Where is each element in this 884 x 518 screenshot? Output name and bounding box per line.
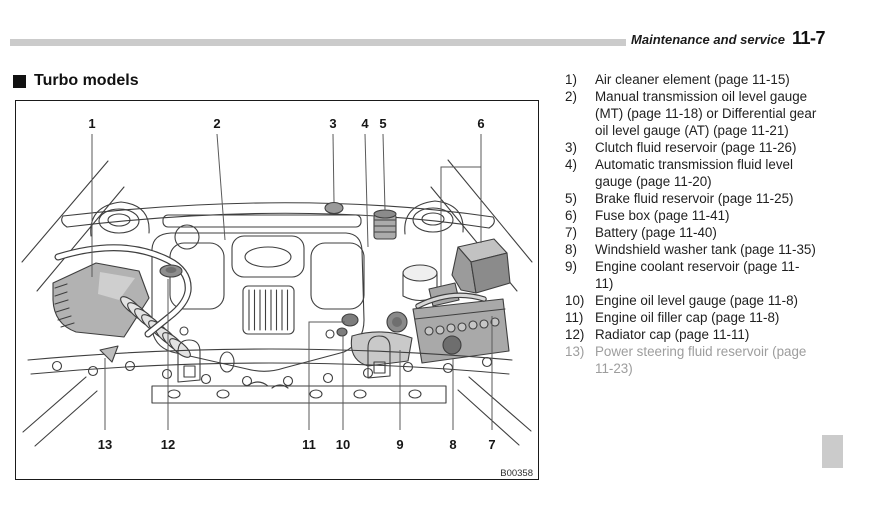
intake-accordion-duct bbox=[120, 296, 191, 358]
engine-bay-drawing: 1 2 3 4 5 6 13 12 11 10 9 8 7 B00358 bbox=[21, 116, 533, 479]
header-rule bbox=[10, 39, 626, 46]
clutch-reservoir-cap bbox=[324, 201, 344, 215]
legend-num: 6) bbox=[565, 208, 577, 223]
legend-text: Engine oil level gauge (page 11-8) bbox=[595, 293, 798, 308]
legend-item-12: 12) Radiator cap (page 11-11) bbox=[565, 326, 853, 343]
callout-2: 2 bbox=[213, 116, 220, 131]
page-header: Maintenance and service 11-7 bbox=[420, 28, 825, 49]
brake-fluid-reservoir bbox=[373, 209, 397, 240]
legend-list: 1) Air cleaner element (page 11-15) 2) Man… bbox=[565, 71, 853, 377]
legend-num: 11) bbox=[565, 310, 584, 325]
radiator-cap bbox=[159, 264, 183, 278]
callout-7: 7 bbox=[488, 437, 495, 452]
coolant-reservoir-cylinder bbox=[402, 264, 438, 302]
header-section-title: Maintenance and service bbox=[631, 32, 785, 47]
chapter-edge-tab bbox=[822, 435, 843, 468]
callout-numbers: 1 2 3 4 5 6 13 12 11 10 9 8 7 bbox=[88, 116, 495, 452]
legend-num: 4) bbox=[565, 157, 577, 172]
air-cleaner-box bbox=[52, 262, 150, 338]
legend-item-4: 4) Automatic transmission fluid level gau… bbox=[565, 156, 853, 190]
callout-5: 5 bbox=[379, 116, 386, 131]
legend-text: Manual transmission oil level gauge (MT)… bbox=[595, 89, 817, 138]
legend-item-11: 11) Engine oil filler cap (page 11-8) bbox=[565, 309, 853, 326]
legend-text: Power steering fluid reservoir (page 11-… bbox=[595, 344, 807, 376]
legend-num: 3) bbox=[565, 140, 577, 155]
fuse-box bbox=[451, 238, 511, 294]
legend-text: Radiator cap (page 11-11) bbox=[595, 327, 750, 342]
square-bullet-icon bbox=[13, 74, 26, 88]
callout-9: 9 bbox=[396, 437, 403, 452]
oil-level-gauge-knob bbox=[336, 327, 348, 337]
legend-num: 12) bbox=[565, 327, 585, 342]
engine-bay-figure: 1 2 3 4 5 6 13 12 11 10 9 8 7 B00358 bbox=[15, 100, 539, 480]
washer-tank-shading bbox=[350, 331, 413, 367]
legend-num: 10) bbox=[565, 293, 585, 308]
callout-leader-lines bbox=[91, 133, 493, 430]
callout-11: 11 bbox=[302, 437, 316, 452]
callout-1: 1 bbox=[88, 116, 95, 131]
legend-text: Windshield washer tank (page 11-35) bbox=[595, 242, 816, 257]
callout-3: 3 bbox=[329, 116, 336, 131]
legend-text: Fuse box (page 11-41) bbox=[595, 208, 730, 223]
oil-filler-cap bbox=[341, 313, 359, 327]
legend-item-6: 6) Fuse box (page 11-41) bbox=[565, 207, 853, 224]
section-heading: Turbo models bbox=[13, 72, 139, 90]
legend-text: Automatic transmission fluid level gauge… bbox=[595, 157, 793, 189]
legend-text: Clutch fluid reservoir (page 11-26) bbox=[595, 140, 797, 155]
legend-item-10: 10) Engine oil level gauge (page 11-8) bbox=[565, 292, 853, 309]
legend-num: 9) bbox=[565, 259, 577, 274]
legend-num: 13) bbox=[565, 344, 585, 359]
legend-num: 2) bbox=[565, 89, 577, 104]
callout-4: 4 bbox=[361, 116, 369, 131]
legend-item-9: 9) Engine coolant reservoir (page 11- 11) bbox=[565, 258, 853, 292]
legend-item-13: 13) Power steering fluid reservoir (page … bbox=[565, 343, 853, 377]
legend-text: Brake fluid reservoir (page 11-25) bbox=[595, 191, 794, 206]
legend-text: Engine oil filler cap (page 11-8) bbox=[595, 310, 780, 325]
legend-item-1: 1) Air cleaner element (page 11-15) bbox=[565, 71, 853, 88]
callout-10: 10 bbox=[336, 437, 350, 452]
battery bbox=[412, 292, 510, 364]
header-page-number: 11-7 bbox=[791, 28, 826, 48]
pulley-circle bbox=[174, 224, 200, 250]
callout-13: 13 bbox=[98, 437, 112, 452]
coolant-reservoir-cap bbox=[386, 311, 408, 333]
legend-text: Air cleaner element (page 11-15) bbox=[595, 72, 790, 87]
legend-text: Battery (page 11-40) bbox=[595, 225, 717, 240]
chassis-front-frame bbox=[22, 335, 532, 447]
legend-num: 8) bbox=[565, 242, 577, 257]
legend-num: 1) bbox=[565, 72, 577, 87]
legend-item-5: 5) Brake fluid reservoir (page 11-25) bbox=[565, 190, 853, 207]
legend-item-8: 8) Windshield washer tank (page 11-35) bbox=[565, 241, 853, 258]
legend-num: 7) bbox=[565, 225, 577, 240]
callout-6: 6 bbox=[477, 116, 484, 131]
legend-item-2: 2) Manual transmission oil level gauge (M… bbox=[565, 88, 853, 139]
figure-code: B00358 bbox=[500, 468, 533, 479]
legend-num: 5) bbox=[565, 191, 577, 206]
section-heading-label: Turbo models bbox=[34, 72, 139, 89]
legend-text: Engine coolant reservoir (page 11- 11) bbox=[595, 259, 800, 291]
callout-12: 12 bbox=[161, 437, 175, 452]
legend-item-3: 3) Clutch fluid reservoir (page 11-26) bbox=[565, 139, 853, 156]
strut-tower-right bbox=[404, 200, 464, 235]
legend-item-7: 7) Battery (page 11-40) bbox=[565, 224, 853, 241]
callout-8: 8 bbox=[449, 437, 456, 452]
